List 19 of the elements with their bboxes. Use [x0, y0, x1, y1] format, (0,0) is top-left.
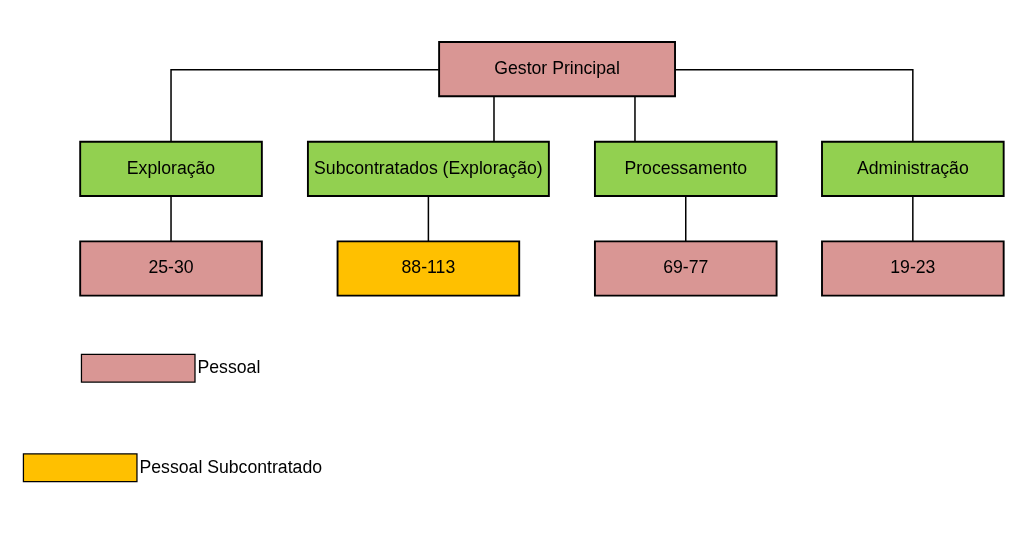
connector: [685, 194, 687, 242]
connector: [170, 194, 172, 242]
connector: [912, 194, 914, 242]
node-box: Processamento: [593, 140, 778, 197]
connector: [427, 194, 430, 242]
connector: [170, 68, 440, 142]
node-box: Administração: [821, 140, 1005, 197]
node-box: Subcontratados (Exploração): [306, 140, 550, 197]
node-box: 19-23: [821, 239, 1005, 297]
legend-label: Pessoal: [197, 356, 261, 377]
node-box: 88-113: [336, 239, 521, 297]
connector: [674, 68, 914, 142]
connector: [634, 95, 636, 142]
node-box: 69-77: [593, 239, 778, 297]
legend-label: Pessoal Subcontratado: [139, 456, 323, 476]
node-box: 25-30: [79, 239, 263, 297]
node-box: Gestor Principal: [438, 40, 676, 97]
connector: [493, 95, 495, 142]
node-box: Exploração: [79, 140, 263, 197]
